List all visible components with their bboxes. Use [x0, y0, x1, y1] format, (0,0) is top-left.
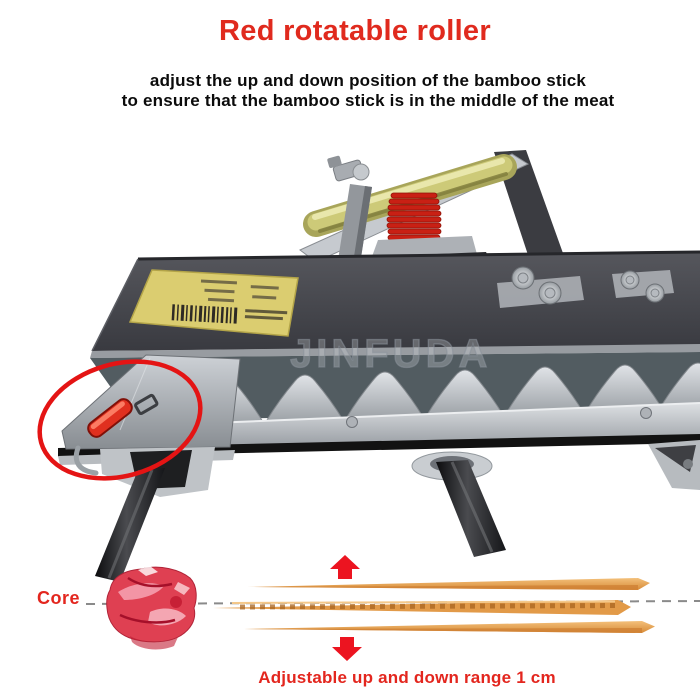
arrow-down-icon	[332, 637, 362, 661]
skewer-bottom	[244, 621, 655, 633]
spec-label	[128, 269, 299, 337]
corner-wedge	[61, 354, 241, 450]
brand-watermark: JINFUDA	[290, 332, 491, 376]
bottom-caption: Adjustable up and down range 1 cm	[258, 668, 556, 687]
red-spring	[386, 192, 442, 241]
plate-bolts	[497, 266, 674, 308]
skewer-machine: JINFUDA	[58, 150, 700, 582]
red-circle-callout	[37, 359, 203, 481]
left-leg	[95, 447, 215, 582]
meat-piece	[106, 566, 197, 650]
press-mechanism	[299, 150, 564, 276]
arrow-up-icon	[330, 555, 360, 579]
page-title: Red rotatable roller	[219, 15, 491, 47]
core-label: Core	[37, 588, 81, 608]
skewer-top	[247, 578, 650, 590]
red-rotatable-roller	[87, 398, 133, 438]
label-barcode	[171, 304, 288, 324]
bamboo-skewers	[213, 578, 655, 633]
top-bolt	[327, 155, 370, 182]
right-leg-bracket	[648, 440, 700, 490]
subtitle-line-2: to ensure that the bamboo stick is in th…	[121, 90, 615, 110]
skewer-middle	[213, 600, 631, 615]
roller-latch	[134, 393, 159, 415]
subtitle-line-1: adjust the up and down position of the b…	[149, 71, 587, 90]
subtitle: adjust the up and down position of the b…	[18, 71, 700, 110]
corner-hook	[73, 445, 99, 476]
middle-leg	[411, 451, 506, 557]
